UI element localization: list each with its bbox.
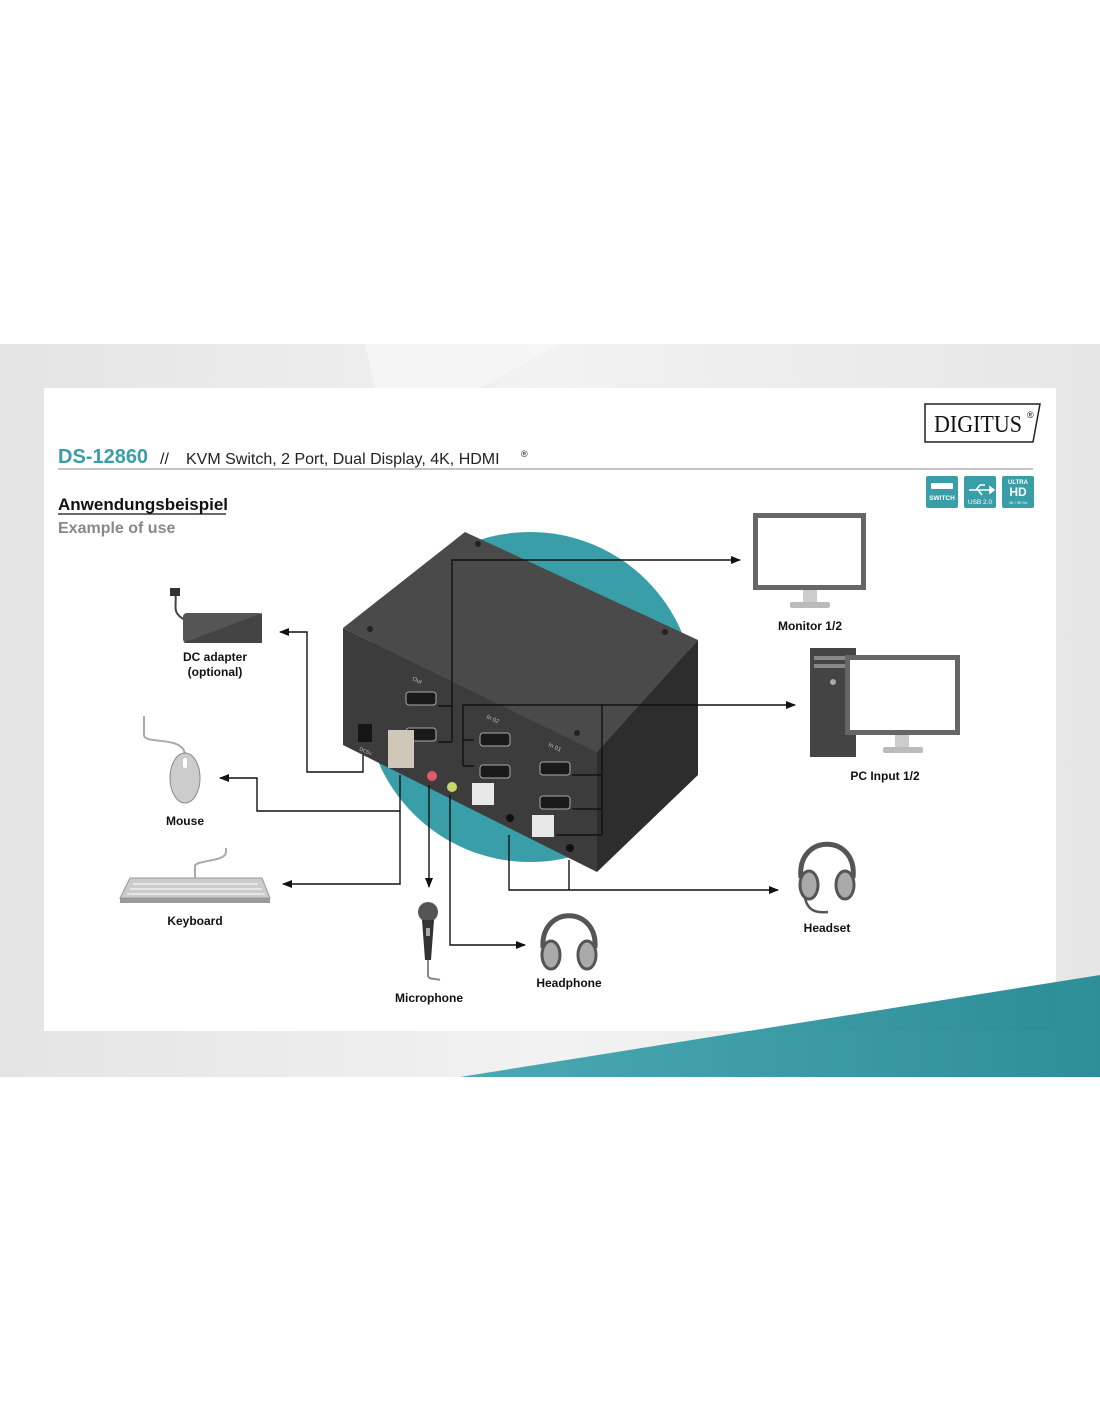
label-microphone: Microphone [395,991,463,1005]
digitus-logo: DIGITUS ® [924,403,1041,443]
connection-lines [219,560,795,949]
line-pc [462,705,795,767]
mouse-icon [143,716,201,804]
product-title: KVM Switch, 2 Port, Dual Display, 4K, HD… [186,451,500,468]
kvm-switch-device: Out In 02 In 01 DC5V [343,532,698,872]
section-title-de: Anwendungsbeispiel [58,495,228,514]
svg-text:In 02: In 02 [485,714,500,725]
headset-icon [798,841,856,914]
label-dc-adapter: DC adapter [183,650,247,664]
label-headphone: Headphone [536,976,602,990]
label-pc: PC Input 1/2 [850,769,920,783]
line-keyboard [282,811,401,888]
microphone-icon [418,902,441,981]
label-dc-optional: (optional) [188,665,243,679]
line-headset [508,835,779,894]
ultra-hd-icon: HD [1009,485,1027,499]
svg-text:SWITCH: SWITCH [929,495,955,502]
pc-icon [810,648,960,757]
monitor-icon [753,513,866,608]
svg-text:ULTRA: ULTRA [1008,480,1029,486]
line-headphone [449,795,526,949]
title-separator: // [160,451,169,468]
badge-switch: SWITCH [926,476,958,508]
svg-text:In 01: In 01 [547,742,562,753]
badge-ultra-hd: ULTRA HD 4K / 30 Hz [1002,476,1034,508]
svg-text:DC5V: DC5V [358,746,373,757]
headphone-icon [540,913,598,971]
svg-text:4K / 30 Hz: 4K / 30 Hz [1009,500,1028,505]
badge-usb: USB 2.0 [964,476,996,508]
label-monitor: Monitor 1/2 [778,619,842,633]
line-mouse [219,774,401,812]
svg-text:USB 2.0: USB 2.0 [968,499,993,506]
svg-text:®: ® [521,449,528,459]
dc-adapter-icon [170,588,262,643]
svg-text:Out: Out [411,676,423,686]
switch-icon [931,483,953,489]
model-number: DS-12860 [58,446,148,468]
keyboard-icon [119,848,271,903]
usb-icon [969,484,996,496]
svg-text:DIGITUS: DIGITUS [934,412,1022,438]
svg-text:®: ® [1027,410,1034,420]
section-title-en: Example of use [58,520,175,537]
label-mouse: Mouse [166,814,204,828]
label-keyboard: Keyboard [167,914,222,928]
line-monitor [438,560,740,743]
label-headset: Headset [804,921,851,935]
line-dc-adapter [279,628,364,773]
